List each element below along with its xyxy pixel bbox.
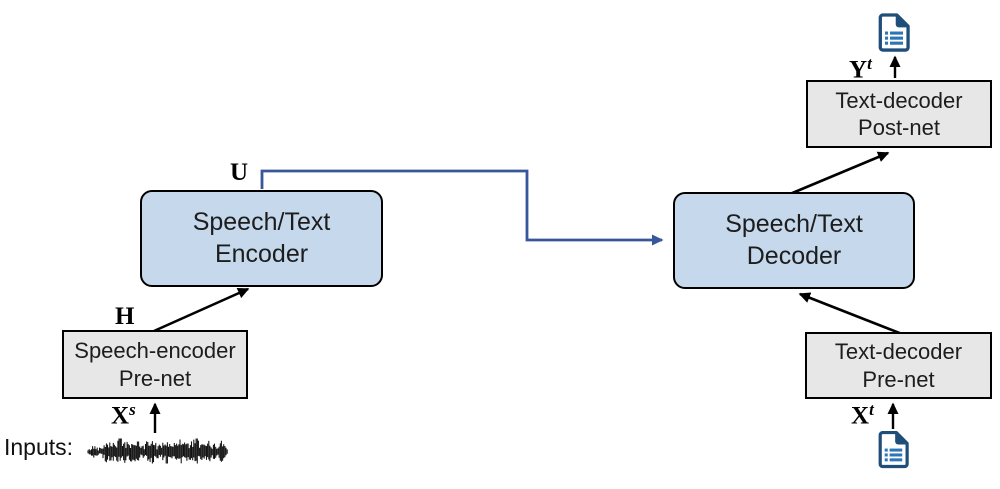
text-prenet-to-decoder-arrow xyxy=(798,292,903,336)
label-y-t-sup: t xyxy=(867,54,872,73)
label-x-t-sup: t xyxy=(869,400,874,419)
text-decoder-postnet-box: Text-decoder Post-net xyxy=(806,80,992,148)
box-label-line: Decoder xyxy=(746,241,842,270)
speech-text-decoder-box: Speech/Text Decoder xyxy=(673,192,915,289)
box-label-line: Speech/Text xyxy=(192,207,331,236)
label-y-t: Yt xyxy=(849,55,872,83)
decoder-to-postnet-arrow xyxy=(789,151,890,196)
document-icon xyxy=(878,13,910,52)
label-x-s: Xs xyxy=(111,401,136,429)
speech-prenet-to-encoder-arrow xyxy=(153,287,250,333)
label-u: U xyxy=(230,159,249,186)
box-label-line: Encoder xyxy=(214,239,309,268)
speech-text-encoder-box: Speech/Text Encoder xyxy=(140,190,383,287)
speech-encoder-prenet-box: Speech-encoder Pre-net xyxy=(62,330,248,399)
inputs-caption: Inputs: xyxy=(4,434,74,460)
box-label-line: Pre-net xyxy=(862,366,935,392)
label-h: H xyxy=(115,303,135,330)
box-label-line: Post-net xyxy=(858,115,940,140)
box-label-line: Speech-encoder xyxy=(74,338,236,363)
label-x-s-sup: s xyxy=(129,400,136,419)
document-icon xyxy=(878,430,909,469)
label-x-s-base: X xyxy=(111,402,130,430)
label-y-t-base: Y xyxy=(849,56,868,84)
text-decoder-prenet-box: Text-decoder Pre-net xyxy=(805,332,992,399)
label-x-t: Xt xyxy=(851,401,874,429)
box-label-line: Text-decoder xyxy=(834,339,963,364)
box-label-line: Pre-net xyxy=(118,365,192,391)
label-x-t-base: X xyxy=(851,402,870,430)
box-label-line: Text-decoder xyxy=(835,87,963,113)
box-label-line: Speech/Text xyxy=(725,209,863,238)
audio-waveform-icon xyxy=(87,438,228,464)
